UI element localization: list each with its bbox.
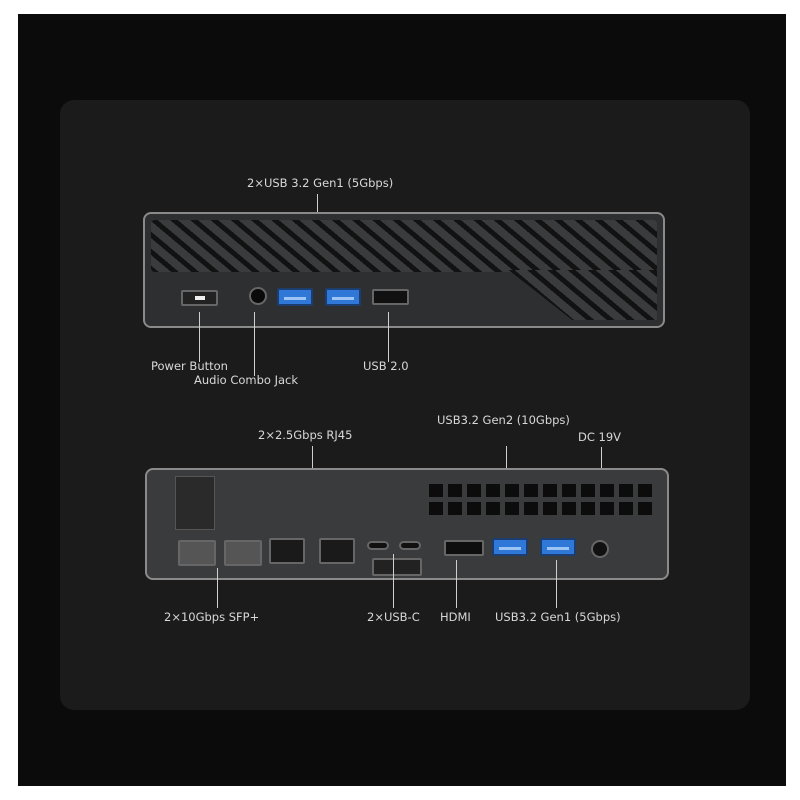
usbc-port: [399, 541, 421, 550]
label-usb32-gen1: USB3.2 Gen1 (5Gbps): [495, 610, 621, 624]
front-vent: [151, 220, 657, 272]
product-panel: [60, 100, 750, 710]
dc-jack: [591, 540, 609, 558]
usb32-port: [277, 288, 313, 306]
leader-line: [199, 312, 200, 362]
label-hdmi: HDMI: [440, 610, 471, 624]
label-front-usb32-gen1: 2×USB 3.2 Gen1 (5Gbps): [247, 176, 394, 190]
leader-line: [217, 568, 218, 608]
rj45-port: [269, 538, 305, 564]
label-usb32-gen2: USB3.2 Gen2 (10Gbps): [437, 413, 570, 427]
power-button: [181, 290, 218, 306]
label-audio-jack: Audio Combo Jack: [194, 373, 299, 387]
usb32-gen2-port: [492, 538, 528, 556]
rear-grill: [429, 484, 652, 515]
hdmi-port: [444, 540, 484, 556]
leader-line: [393, 554, 394, 608]
rear-device: [145, 468, 669, 580]
front-device: [143, 212, 665, 328]
label-dc: DC 19V: [578, 430, 622, 444]
sfp-port: [224, 540, 262, 566]
audio-jack: [249, 287, 267, 305]
rj45-port: [319, 538, 355, 564]
label-usbc: 2×USB-C: [367, 610, 420, 624]
sfp-port: [178, 540, 216, 566]
lock-slot: [372, 558, 422, 576]
front-vent-lower: [508, 270, 657, 320]
usb20-port: [372, 289, 409, 305]
leader-line: [254, 312, 255, 376]
label-rj45: 2×2.5Gbps RJ45: [258, 428, 353, 442]
bracket: [175, 476, 215, 530]
label-power-button: Power Button: [151, 359, 228, 373]
leader-line: [456, 560, 457, 608]
label-usb20: USB 2.0: [363, 359, 409, 373]
leader-line: [388, 312, 389, 362]
usb32-gen1-port: [540, 538, 576, 556]
label-sfp: 2×10Gbps SFP+: [164, 610, 260, 624]
usbc-port: [367, 541, 389, 550]
usb32-port: [325, 288, 361, 306]
leader-line: [556, 560, 557, 608]
